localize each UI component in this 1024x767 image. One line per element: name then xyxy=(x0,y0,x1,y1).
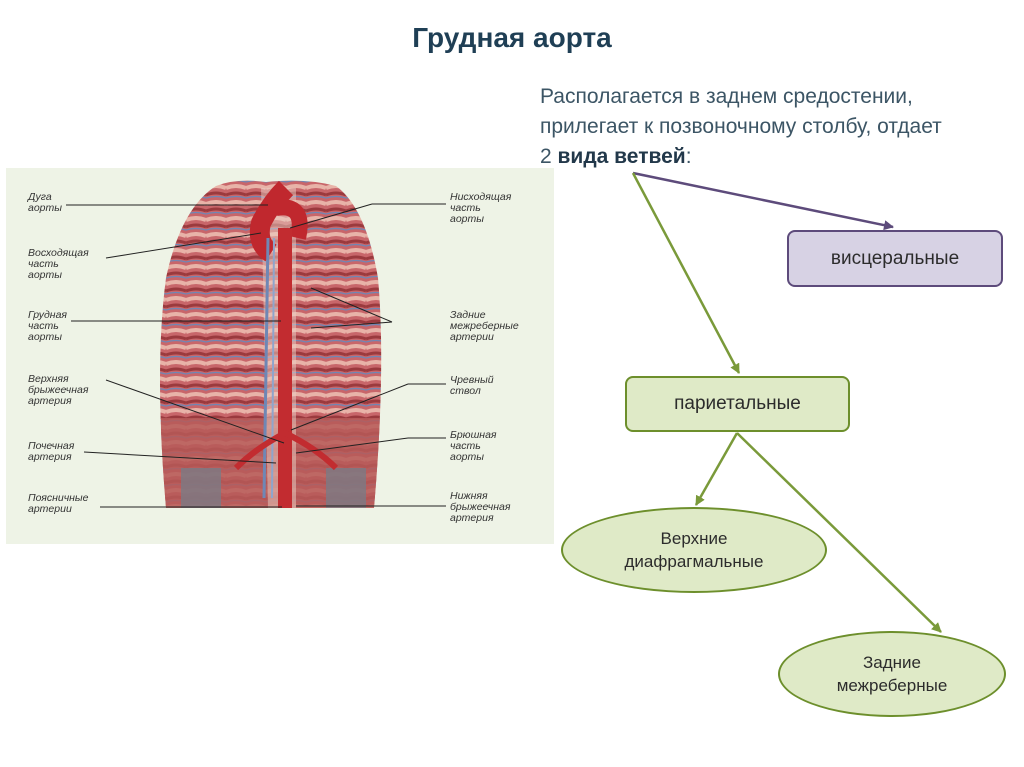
description-line-3-prefix: 2 xyxy=(540,145,558,168)
aorta-illustration-drawing xyxy=(66,180,446,509)
slide-title: Грудная аорта xyxy=(412,22,612,53)
node-posterior-intercostal: Задние межреберные xyxy=(778,631,1006,717)
label-lumbar-arteries: Поясничные артерии xyxy=(28,492,89,515)
node-visceral-branches: висцеральные xyxy=(787,230,1003,287)
label-descending-aorta: Нисходящая часть аорты xyxy=(450,191,512,225)
label-posterior-intercostal-arteries: Задние межреберные артерии xyxy=(450,309,519,343)
arrow-to-intercostal xyxy=(736,432,942,633)
label-inferior-mesenteric-artery: Нижняя брыжеечная артерия xyxy=(450,490,511,524)
label-aortic-arch: Дуга аорты xyxy=(28,191,62,214)
anatomy-illustration: Дуга аорты Восходящая часть аорты Грудна… xyxy=(6,168,554,544)
node-parietal-branches: париетальные xyxy=(625,376,850,432)
description-line-1: Располагается в заднем средостении, xyxy=(540,85,913,108)
description-line-3-bold: вида ветвей xyxy=(557,145,686,168)
arrow-to-visceral xyxy=(632,171,894,231)
description-line-2: прилегает к позвоночному столбу, отдает xyxy=(540,115,942,138)
description-line-3-suffix: : xyxy=(685,145,692,168)
arrow-to-parietal xyxy=(631,172,741,374)
label-abdominal-aorta: Брюшная часть аорты xyxy=(450,429,497,463)
label-superior-mesenteric-artery: Верхняя брыжеечная артерия xyxy=(28,373,89,407)
label-celiac-trunk: Чревный ствол xyxy=(450,374,494,397)
label-ascending-aorta: Восходящая часть аорты xyxy=(28,247,89,281)
description-text: Располагается в заднем средостении, прил… xyxy=(540,82,1010,172)
node-superior-diaphragmatic: Верхние диафрагмальные xyxy=(561,507,827,593)
arrow-to-diaphragmatic xyxy=(694,432,739,506)
label-renal-artery: Почечная артерия xyxy=(28,440,75,463)
label-thoracic-aorta: Грудная часть аорты xyxy=(28,309,68,343)
